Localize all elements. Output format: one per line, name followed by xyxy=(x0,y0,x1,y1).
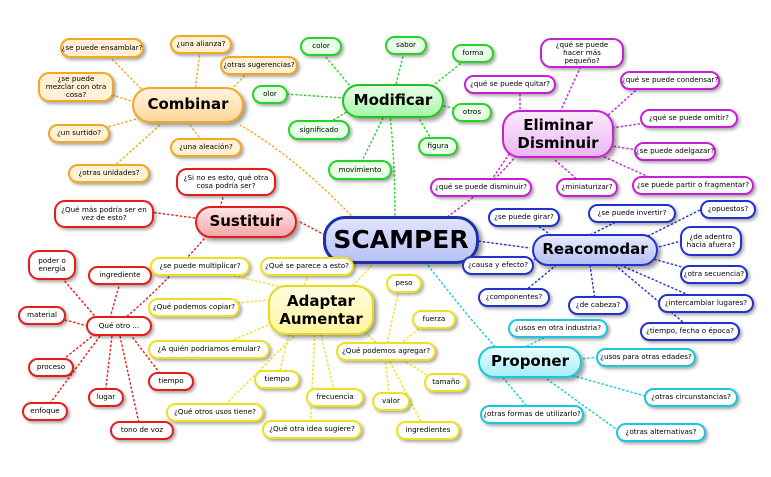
leaf-que-otro-enfoque[interactable]: enfoque xyxy=(22,402,68,421)
sub-topic-que-otro[interactable]: Qué otro ... xyxy=(86,316,152,336)
leaf-reacomodar-invertir[interactable]: ¿se puede invertir? xyxy=(588,204,676,223)
leaf-que-otro-proceso[interactable]: proceso xyxy=(28,358,74,377)
leaf-eliminar-omitir[interactable]: ¿qué se puede omitir? xyxy=(640,109,738,128)
leaf-combinar-mezclar[interactable]: ¿se puede mezclar con otra cosa? xyxy=(38,72,114,102)
leaf-adaptar-otra-idea[interactable]: ¿Qué otra idea sugiere? xyxy=(262,420,362,439)
leaf-combinar-sugerencias[interactable]: ¿otras sugerencias? xyxy=(220,56,298,75)
leaf-adaptar-otros-usos[interactable]: ¿Qué otros usos tiene? xyxy=(166,403,264,422)
leaf-modificar-figura[interactable]: figura xyxy=(418,137,458,156)
leaf-eliminar-fragmentar[interactable]: ¿se puede partir o fragmentar? xyxy=(632,176,754,195)
leaf-que-otro-tiempo[interactable]: tiempo xyxy=(148,372,194,391)
leaf-eliminar-quitar[interactable]: ¿qué se puede quitar? xyxy=(464,75,556,94)
leaf-adaptar-se-parece[interactable]: ¿Qué se parece a esto? xyxy=(260,257,354,276)
leaf-eliminar-condensar[interactable]: ¿qué se puede condensar? xyxy=(620,71,720,90)
leaf-que-otro-lugar[interactable]: lugar xyxy=(88,388,124,407)
leaf-proponer-formas-utilizarlo[interactable]: ¿otras formas de utilizarlo? xyxy=(480,405,584,424)
leaf-modificar-sabor[interactable]: sabor xyxy=(385,36,427,55)
leaf-adaptar-multiplicar[interactable]: ¿se puede multiplicar? xyxy=(150,257,250,276)
leaf-reacomodar-adentro-afuera[interactable]: ¿de adentro hacia afuera? xyxy=(680,226,742,256)
leaf-reacomodar-de-cabeza[interactable]: ¿de cabeza? xyxy=(568,296,628,315)
leaf-adaptar-copiar[interactable]: ¿Qué podemos copiar? xyxy=(148,298,240,317)
leaf-reacomodar-componentes[interactable]: ¿componentes? xyxy=(478,288,550,307)
leaf-adaptar-emular[interactable]: ¿A quién podríamos emular? xyxy=(148,340,270,359)
leaf-adaptar-frecuencia[interactable]: frecuencia xyxy=(306,388,364,407)
leaf-reacomodar-causa-efecto[interactable]: ¿causa y efecto? xyxy=(462,256,534,275)
leaf-combinar-unidades[interactable]: ¿otras unidades? xyxy=(68,164,150,183)
leaf-modificar-otros[interactable]: otros xyxy=(452,103,492,122)
leaf-modificar-olor[interactable]: olor xyxy=(252,85,288,104)
leaf-combinar-alianza[interactable]: ¿una alianza? xyxy=(170,35,232,54)
leaf-modificar-significado[interactable]: significado xyxy=(288,120,350,140)
leaf-proponer-otras-edades[interactable]: ¿usos para otras edades? xyxy=(596,348,696,367)
leaf-modificar-color[interactable]: color xyxy=(300,37,342,56)
topic-proponer[interactable]: Proponer xyxy=(478,346,582,378)
topic-eliminar-disminuir[interactable]: Eliminar Disminuir xyxy=(502,110,614,158)
leaf-reacomodar-intercambiar-lugares[interactable]: ¿intercambiar lugares? xyxy=(658,294,754,313)
leaf-adaptar-fuerza[interactable]: fuerza xyxy=(412,310,456,329)
topic-sustituir[interactable]: Sustituir xyxy=(195,206,297,238)
leaf-adaptar-peso[interactable]: peso xyxy=(386,274,422,293)
leaf-reacomodar-tiempo-fecha-epoca[interactable]: ¿tiempo, fecha o época? xyxy=(640,322,740,341)
leaf-sustituir-si-no-es-esto[interactable]: ¿Si no es esto, qué otra cosa podría ser… xyxy=(176,168,276,196)
topic-modificar[interactable]: Modificar xyxy=(342,84,444,118)
leaf-eliminar-adelgazar[interactable]: ¿se puede adelgazar? xyxy=(634,142,716,161)
topic-combinar[interactable]: Combinar xyxy=(132,87,244,123)
leaf-adaptar-ingredientes[interactable]: ingredientes xyxy=(396,421,460,440)
leaf-adaptar-valor[interactable]: valor xyxy=(372,392,410,411)
leaf-adaptar-agregar[interactable]: ¿Qué podemos agregar? xyxy=(336,342,436,361)
leaf-combinar-aleacion[interactable]: ¿una aleación? xyxy=(170,138,242,157)
leaf-eliminar-mas-pequeno[interactable]: ¿qué se puede hacer más pequeño? xyxy=(540,38,624,68)
leaf-combinar-surtido[interactable]: ¿un surtido? xyxy=(48,124,110,143)
leaf-proponer-alternativas[interactable]: ¿otras alternativas? xyxy=(616,423,706,442)
topic-reacomodar[interactable]: Reacomodar xyxy=(532,234,658,266)
leaf-combinar-ensamblar[interactable]: ¿se puede ensamblar? xyxy=(60,38,144,58)
leaf-reacomodar-otra-secuencia[interactable]: ¿otra secuencia? xyxy=(680,265,748,284)
leaf-modificar-forma[interactable]: forma xyxy=(452,44,494,63)
leaf-adaptar-tiempo[interactable]: tiempo xyxy=(254,370,300,389)
leaf-eliminar-miniaturizar[interactable]: ¿miniaturizar? xyxy=(556,178,618,197)
leaf-proponer-otra-industria[interactable]: ¿usos en otra industria? xyxy=(508,319,608,338)
central-topic[interactable]: SCAMPER xyxy=(323,216,479,264)
leaf-modificar-movimiento[interactable]: movimiento xyxy=(328,160,392,180)
leaf-que-otro-ingrediente[interactable]: ingrediente xyxy=(88,266,152,285)
leaf-que-otro-material[interactable]: material xyxy=(18,306,66,325)
topic-adaptar-aumentar[interactable]: Adaptar Aumentar xyxy=(268,285,374,335)
leaf-sustituir-que-mas[interactable]: ¿Qué más podría ser en vez de esto? xyxy=(54,200,154,228)
leaf-adaptar-tamano[interactable]: tamaño xyxy=(424,373,468,392)
leaf-que-otro-poder-energia[interactable]: poder o energía xyxy=(28,250,76,280)
leaf-reacomodar-girar[interactable]: ¿se puede girar? xyxy=(488,208,560,227)
leaf-proponer-circunstancias[interactable]: ¿otras circunstancias? xyxy=(644,388,738,407)
leaf-reacomodar-opuestos[interactable]: ¿opuestos? xyxy=(700,200,756,219)
leaf-que-otro-tono-voz[interactable]: tono de voz xyxy=(110,421,174,440)
leaf-eliminar-disminuir[interactable]: ¿qué se puede disminuir? xyxy=(430,178,532,197)
